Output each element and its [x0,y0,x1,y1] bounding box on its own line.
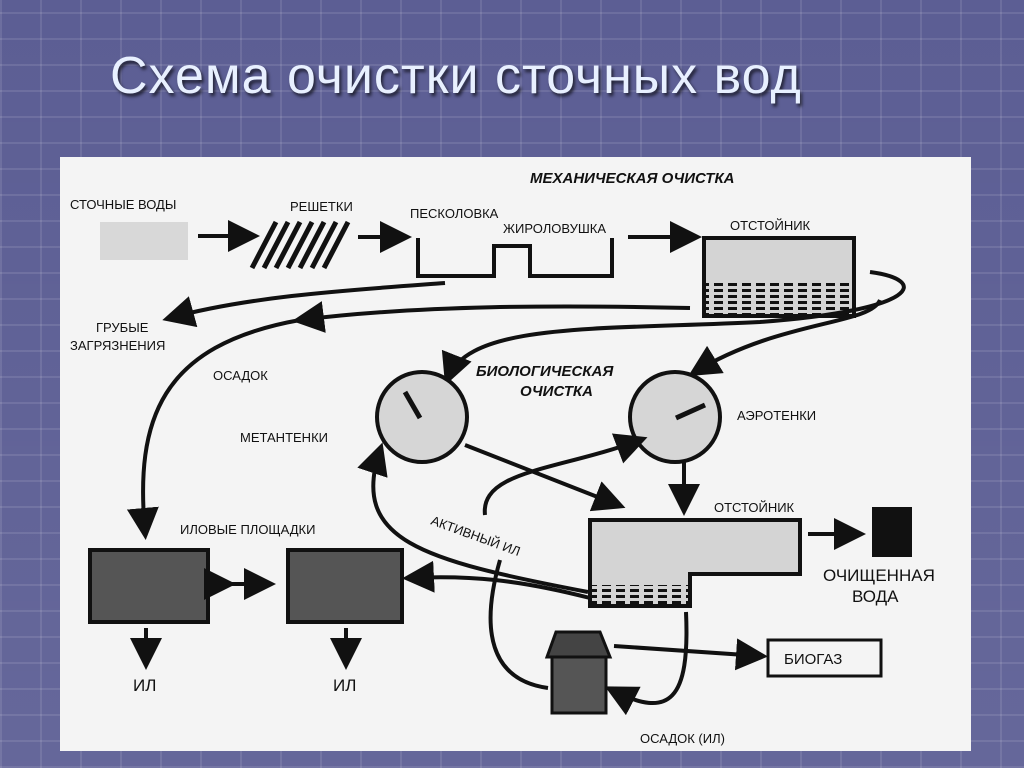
coarse-label-1: ГРУБЫЕ [96,320,149,335]
biogas-label: БИОГАЗ [784,651,842,668]
aerotank [628,370,722,464]
sediment-sludge-label: ОСАДОК (ИЛ) [640,731,725,746]
digesters-label: МЕТАНТЕНКИ [240,430,328,445]
sludge-bed-right [286,548,404,624]
aerotank-indicator [674,402,707,421]
settler-1-sediment [706,283,852,314]
arrow-sediment-from-settler [292,301,691,333]
biological-section-label-2: ОЧИСТКА [520,383,593,400]
arrow-to-coarse [162,281,446,328]
wastewater-box [100,222,188,260]
settler-2-tank [588,518,802,608]
grease-trap-label: ЖИРОЛОВУШКА [503,221,606,236]
arrow-active-sludge-to-aerotank [482,433,648,516]
coarse-label-2: ЗАГРЯЗНЕНИЯ [70,338,165,353]
settler-2-label: ОТСТОЙНИК [714,500,795,515]
arrow-sediment-to-beds [126,318,301,540]
biogas-digester-roof [544,630,613,659]
arrow-sediment-to-digester-building [604,611,689,716]
sludge-beds-label: ИЛОВЫЕ ПЛОЩАДКИ [180,522,315,537]
grates-icon [249,220,351,270]
arrow-digester-to-settler-2 [464,443,626,512]
sand-trap-label: ПЕСКОЛОВКА [410,206,499,221]
slide-title: Схема очистки сточных вод [110,47,802,105]
arrow-building-up [488,559,549,690]
clean-water-label-2: ВОДА [852,587,899,606]
sludge-bed-left [88,548,210,624]
grates-label: РЕШЕТКИ [290,199,353,214]
sludge-right-label: ИЛ [333,676,356,695]
arrow-to-aerotanks [688,298,882,377]
settler-2-sediment [592,585,688,604]
clean-water-icon [872,507,912,557]
digester-tank [375,370,469,464]
sand-grease-trap-vessel [416,238,614,278]
biogas-box [766,638,883,678]
biological-section-label: БИОЛОГИЧЕСКАЯ [476,363,614,380]
mechanical-section-label: МЕХАНИЧЕСКАЯ ОЧИСТКА [530,170,735,187]
active-sludge-label: АКТИВНЫЙ ИЛ [429,513,522,559]
digester-indicator [402,390,423,420]
arrow-settler-2-to-digester [357,442,589,594]
wastewater-label: СТОЧНЫЕ ВОДЫ [70,197,176,212]
clean-water-label-1: ОЧИЩЕННАЯ [823,566,935,585]
settler-1-label: ОТСТОЙНИК [730,218,811,233]
sediment-label: ОСАДОК [213,368,268,383]
arrow-to-digesters [441,270,906,386]
sludge-left-label: ИЛ [133,676,156,695]
aerotanks-label: АЭРОТЕНКИ [737,408,816,423]
biogas-digester [550,655,608,715]
